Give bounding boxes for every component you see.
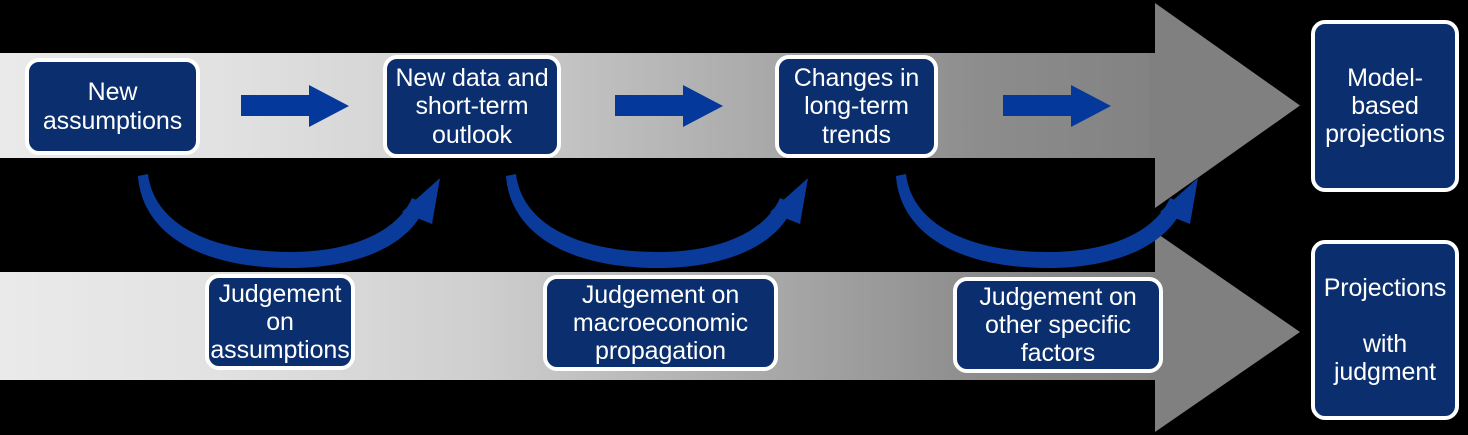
flow-arrow-1-shaft <box>241 95 313 116</box>
flow-arrow-3 <box>1003 85 1111 127</box>
flow-arrow-3-head-icon <box>1071 85 1111 127</box>
feedback-arrow-3 <box>896 172 1208 272</box>
feedback-arrow-1-icon <box>138 174 440 268</box>
feedback-arrow-2-icon <box>506 174 808 268</box>
flow-arrow-1 <box>241 85 349 127</box>
feedback-arrow-3-icon <box>896 174 1198 268</box>
feedback-arrow-2 <box>506 172 818 272</box>
flow-arrow-3-shaft <box>1003 95 1075 116</box>
flow-arrow-2-head-icon <box>683 85 723 127</box>
flow-arrow-2-shaft <box>615 95 687 116</box>
flow-arrow-2 <box>615 85 723 127</box>
flow-arrow-1-head-icon <box>309 85 349 127</box>
feedback-arrow-1 <box>138 172 450 272</box>
